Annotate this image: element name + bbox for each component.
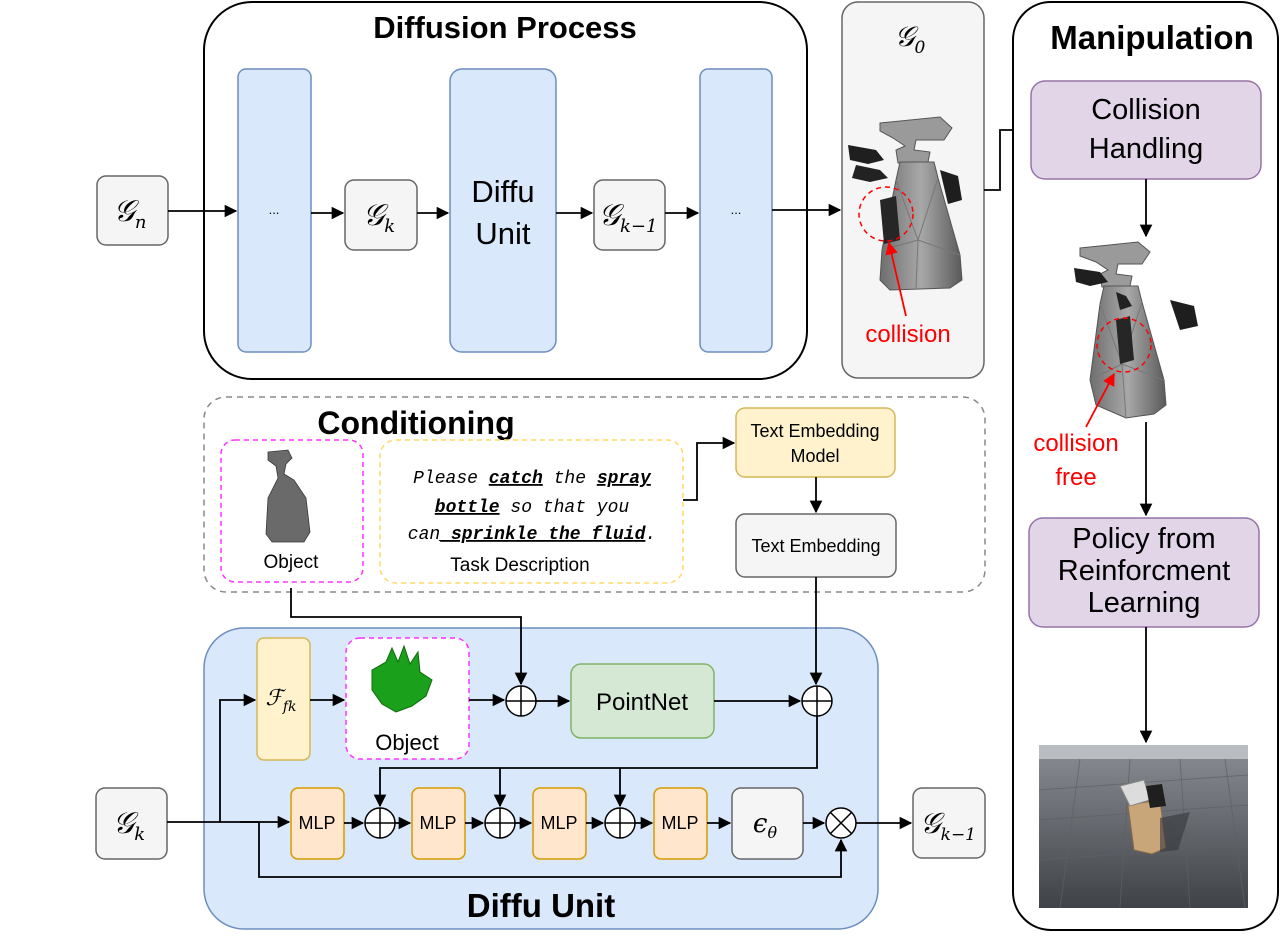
manipulation-title: Manipulation [1050,19,1253,56]
collision-free-circle [1096,317,1152,373]
svg-text:ℱfk: ℱfk [266,686,297,715]
diffusion-process-panel: Diffusion Process ... Diffu Unit ... 𝒢k … [203,1,808,380]
svg-text:𝒢k: 𝒢k [363,198,395,237]
collision-handling-line-1: Collision [1091,94,1201,126]
diffusion-block-left [237,68,312,353]
output-gk-1-node [912,787,986,859]
policy-rl-line-1: Policy from [1072,523,1215,555]
input-gn-sub: n [135,212,147,233]
state-gk-1-node [593,179,666,251]
conditioning-panel: Conditioning Object Please catch the spr… [203,396,986,593]
diffu-unit-panel: Diffu Unit ℱfk Object PointNet MLP MLP M… [203,627,879,930]
simulation-screenshot [1038,745,1249,909]
diffu-unit-label-2: Unit [475,216,531,251]
output-g0-sub: 0 [915,38,926,58]
pointnet-label: PointNet [596,689,688,716]
diffu-unit-label-1: Diffu [471,174,534,209]
ellipsis-right: ... [731,202,742,217]
policy-rl-line-3: Learning [1088,587,1201,619]
text-embedding-model-line-2: Model [790,446,839,466]
object-label: Object [264,552,320,573]
collision-pointer [885,241,907,317]
conditioning-title: Conditioning [317,405,514,441]
state-gk-node [344,179,418,251]
mlp-label-4: MLP [661,813,698,833]
diffusion-process-title: Diffusion Process [373,10,637,45]
input-gk-sub: k [134,824,145,845]
policy-rl-line-2: Reinforcment [1058,555,1230,587]
hand-object-label: Object [375,730,439,755]
diffusion-arrows [168,203,842,220]
diffu-unit-arrows [167,577,913,878]
input-gk-node [95,787,168,860]
mlp-label-1: MLP [298,813,335,833]
output-g0-panel: 𝒢0 collision [841,1,985,379]
collision-free-label-2: free [1055,464,1096,491]
policy-rl-box [1028,517,1260,628]
collision-free-pointer [1085,372,1115,428]
spray-bottle-collision-image [848,116,963,291]
svg-text:𝒢k: 𝒢k [113,806,145,845]
task-description-label: Task Description [450,555,589,576]
state-gk-1-sub: k−1 [620,216,657,237]
text-embedding-label: Text Embedding [751,536,880,556]
task-line-2: bottle so that you [435,498,630,518]
epsilon-symbol: ϵ [753,809,768,839]
text-embedding-model-box [735,407,896,478]
forward-kinematics-box [256,637,311,761]
mlp-label-3: MLP [540,813,577,833]
diffu-unit-title: Diffu Unit [467,887,615,924]
collision-circle [858,186,914,242]
hand-point-cloud-icon [371,644,433,713]
output-gk-1-sub: k−1 [941,825,976,845]
fk-sub: fk [282,699,297,715]
svg-text:ϵθ: ϵθ [753,809,778,842]
collision-handling-line-2: Handling [1089,133,1203,165]
object-point-cloud-icon [265,449,311,543]
ellipsis-left: ... [269,202,280,217]
manipulation-panel: Manipulation Collision Handling collisio… [1012,1,1279,931]
diffu-unit-block [449,68,557,353]
task-description-box [379,439,684,584]
text-embedding-model-line-1: Text Embedding [750,421,879,441]
mlp-label-2: MLP [419,813,456,833]
collision-label: collision [865,321,950,348]
state-gk-sub: k [384,216,395,237]
task-line-3: can_sprinkle the fluid. [408,525,656,545]
task-line-1: Please catch the spray [413,469,652,489]
epsilon-sub: θ [767,823,777,842]
collision-free-label-1: collision [1033,430,1118,457]
fk-symbol: ℱ [266,686,287,711]
